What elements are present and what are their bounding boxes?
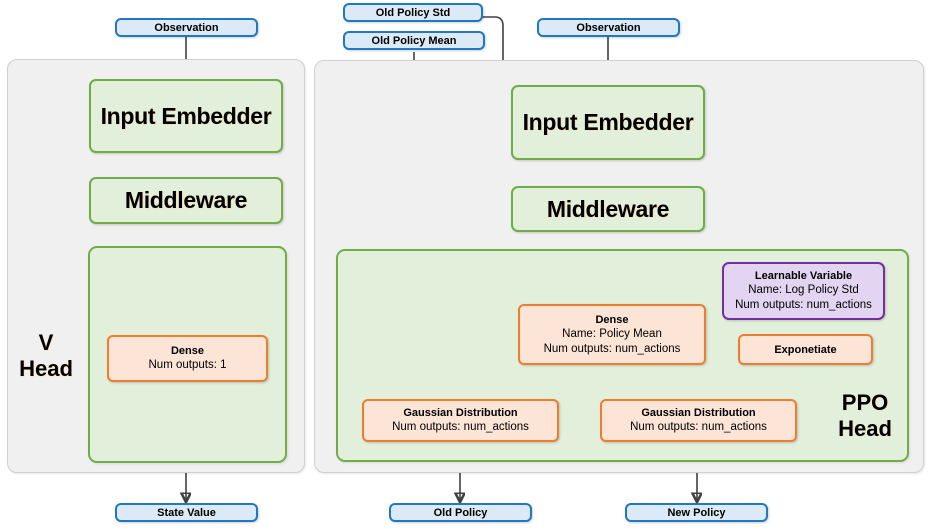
- dense-policy-mean-num-outputs: Num outputs: num_actions: [543, 342, 681, 355]
- observation-input-v[interactable]: Observation: [115, 18, 258, 37]
- new-policy-output[interactable]: New Policy: [625, 503, 768, 522]
- dense-v[interactable]: Dense Num outputs: 1: [107, 335, 268, 382]
- exponetiate-label: Exponetiate: [774, 343, 837, 356]
- input-embedder-v[interactable]: Input Embedder: [89, 79, 283, 153]
- input-embedder-ppo-label: Input Embedder: [522, 109, 694, 135]
- new-policy-output-label: New Policy: [667, 506, 726, 519]
- middleware-ppo[interactable]: Middleware: [511, 186, 705, 232]
- old-policy-std-input[interactable]: Old Policy Std: [343, 3, 483, 22]
- old-policy-output[interactable]: Old Policy: [389, 503, 532, 522]
- learnable-variable-num-outputs: Num outputs: num_actions: [735, 299, 872, 311]
- old-policy-std-input-label: Old Policy Std: [375, 6, 451, 19]
- learnable-variable-title: Learnable Variable: [754, 270, 853, 282]
- gaussian-distribution-new-num-outputs: Num outputs: num_actions: [630, 421, 767, 433]
- state-value-output-label: State Value: [157, 506, 216, 519]
- learnable-variable[interactable]: Learnable Variable Name: Log Policy Std …: [722, 262, 885, 320]
- ppo-head-label-line2: Head: [838, 416, 892, 441]
- middleware-ppo-label: Middleware: [546, 195, 670, 222]
- v-head-label-line2: Head: [19, 356, 73, 381]
- dense-policy-mean[interactable]: Dense Name: Policy Mean Num outputs: num…: [518, 304, 706, 365]
- dense-policy-mean-title: Dense: [595, 313, 629, 326]
- input-embedder-ppo[interactable]: Input Embedder: [511, 85, 705, 160]
- exponetiate[interactable]: Exponetiate: [738, 334, 873, 365]
- old-policy-mean-input-label: Old Policy Mean: [371, 34, 457, 47]
- observation-input-v-label: Observation: [154, 21, 219, 34]
- dense-v-title: Dense: [170, 345, 205, 357]
- ppo-head-label: PPO Head: [812, 390, 918, 442]
- gaussian-distribution-old[interactable]: Gaussian Distribution Num outputs: num_a…: [362, 399, 559, 442]
- v-head-label-line1: V: [38, 330, 54, 355]
- observation-input-ppo-label: Observation: [576, 21, 641, 34]
- state-value-output[interactable]: State Value: [115, 503, 258, 522]
- old-policy-mean-input[interactable]: Old Policy Mean: [343, 31, 485, 50]
- input-embedder-v-label: Input Embedder: [100, 102, 272, 129]
- gaussian-distribution-old-title: Gaussian Distribution: [403, 407, 518, 419]
- gaussian-distribution-new[interactable]: Gaussian Distribution Num outputs: num_a…: [600, 399, 797, 442]
- observation-input-ppo[interactable]: Observation: [537, 18, 680, 37]
- ppo-head-label-line1: PPO: [841, 390, 889, 415]
- v-head-label: V Head: [10, 330, 82, 382]
- gaussian-distribution-new-title: Gaussian Distribution: [641, 407, 756, 419]
- gaussian-distribution-old-num-outputs: Num outputs: num_actions: [392, 421, 529, 433]
- dense-v-num-outputs: Num outputs: 1: [148, 359, 227, 371]
- dense-policy-mean-name: Name: Policy Mean: [562, 327, 662, 340]
- middleware-v[interactable]: Middleware: [89, 177, 283, 224]
- middleware-v-label: Middleware: [124, 187, 248, 213]
- old-policy-output-label: Old Policy: [433, 506, 488, 519]
- learnable-variable-name: Name: Log Policy Std: [748, 284, 859, 296]
